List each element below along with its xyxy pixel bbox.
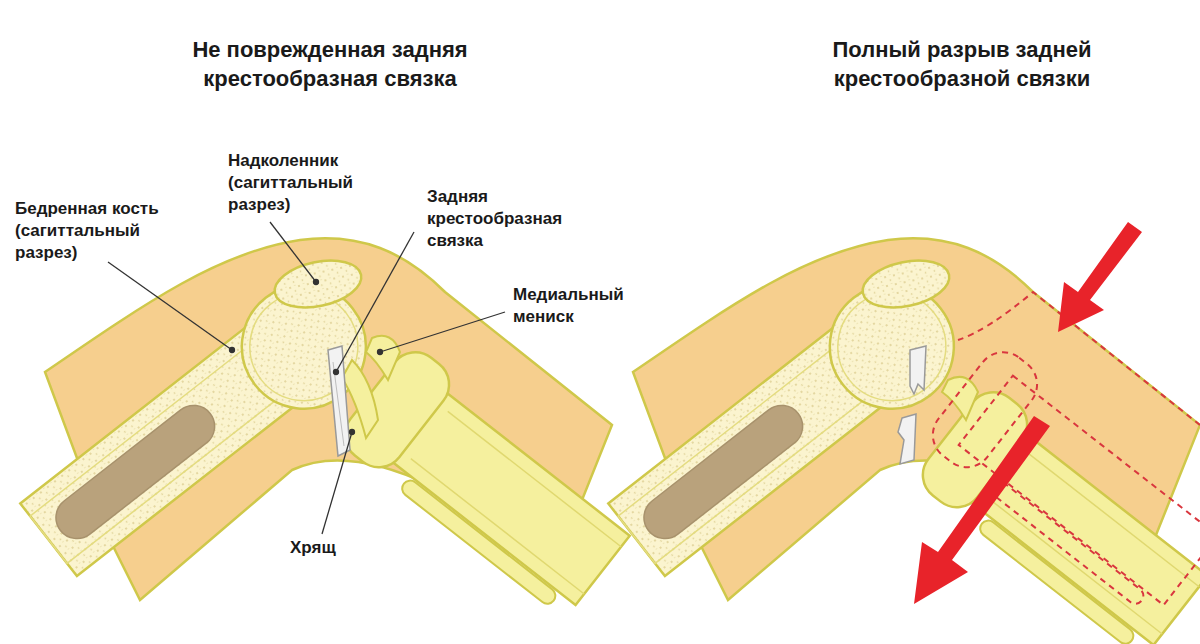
part-label: Медиальный мениск bbox=[513, 284, 631, 328]
knee-intact bbox=[14, 238, 641, 619]
part-label: Бедренная кость (сагиттальный разрез) bbox=[15, 198, 193, 264]
panel-title: Полный разрыв задней крестообразной связ… bbox=[812, 36, 1112, 93]
knee-torn bbox=[602, 238, 1200, 644]
part-label: Задняя крестообразная связка bbox=[427, 186, 602, 252]
leader-lines bbox=[108, 222, 505, 534]
part-label: Надколенник (сагиттальный разрез) bbox=[228, 150, 393, 216]
panel-title: Не поврежденная задняя крестообразная св… bbox=[180, 36, 480, 93]
force-arrows bbox=[914, 222, 1142, 604]
part-label: Хрящ bbox=[290, 537, 370, 559]
